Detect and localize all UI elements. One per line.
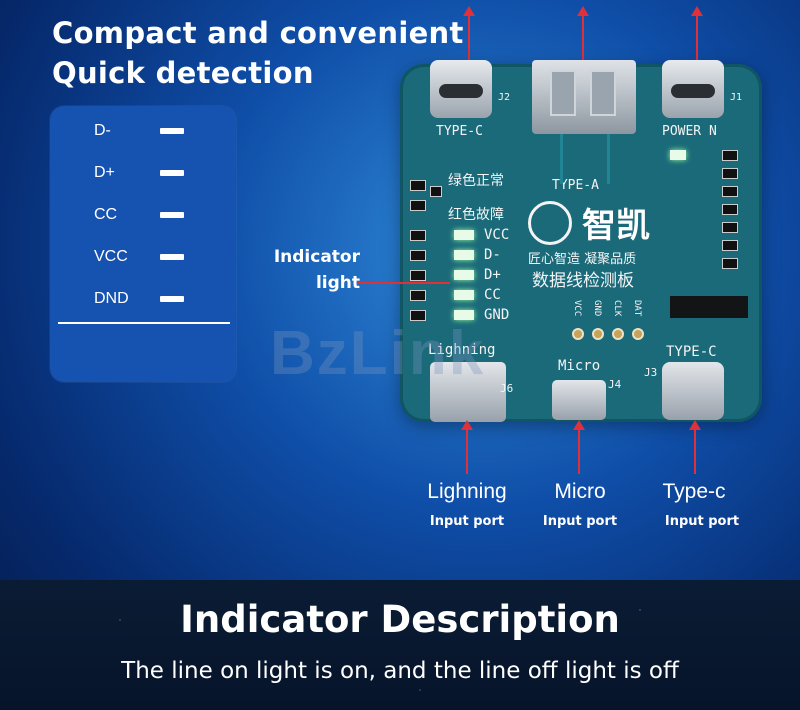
led-label-d-minus: D- bbox=[484, 247, 501, 263]
pin-label-gnd: GND bbox=[592, 300, 602, 317]
board-label-lightning: Lighning bbox=[428, 342, 496, 358]
legend-label: VCC bbox=[94, 248, 128, 265]
pcb-board: TYPE-C J2 TYPE-A POWER N J1 绿色正常 红色故障 智凯… bbox=[400, 60, 762, 422]
board-ref-j2: J2 bbox=[498, 92, 511, 103]
legend-row-d-plus: D+ bbox=[50, 158, 236, 188]
arrow-up-icon bbox=[691, 6, 703, 72]
legend-light-icon bbox=[160, 296, 184, 302]
pin-label-dat: DAT bbox=[632, 300, 642, 317]
usb-c-bottom-port-icon bbox=[662, 362, 724, 420]
arrow-up-icon bbox=[463, 6, 475, 72]
led-label-cc: CC bbox=[484, 287, 501, 303]
legend-label: CC bbox=[94, 206, 118, 223]
legend-row-d-minus: D- bbox=[50, 116, 236, 146]
arrow-up-icon bbox=[573, 420, 585, 474]
legend-row-vcc: VCC bbox=[50, 242, 236, 272]
port-name-lightning: Lighning bbox=[427, 480, 507, 503]
callout-line-2: light bbox=[315, 273, 360, 293]
led-light-icon bbox=[454, 310, 474, 320]
board-ref-j6: J6 bbox=[500, 382, 514, 395]
led-label-d-plus: D+ bbox=[484, 267, 501, 283]
brand-name: 智凯 bbox=[582, 206, 650, 246]
headline-line-1: Compact and convenient bbox=[52, 16, 464, 50]
led-light-icon bbox=[454, 250, 474, 260]
port-sub-type-c: Input port bbox=[664, 514, 740, 529]
arrow-up-icon bbox=[577, 6, 589, 72]
led-label-gnd: GND bbox=[484, 307, 510, 323]
indicator-description-footer: Indicator Description The line on light … bbox=[0, 580, 800, 710]
legend-light-icon bbox=[160, 212, 184, 218]
product-banner: Compact and convenient Quick detection D… bbox=[50, 6, 762, 529]
pin-label-vcc: VCC bbox=[572, 300, 582, 317]
status-green-text: 绿色正常 bbox=[448, 173, 504, 189]
led-light-icon bbox=[454, 270, 474, 280]
legend-divider bbox=[58, 322, 230, 324]
usb-a-port-icon bbox=[532, 60, 636, 134]
arrow-up-icon bbox=[689, 420, 701, 474]
callout-pointer-line bbox=[358, 282, 450, 284]
legend-light-icon bbox=[160, 128, 184, 134]
footer-subtitle: The line on light is on, and the line of… bbox=[121, 658, 679, 684]
arrow-up-icon bbox=[461, 420, 473, 474]
brand-logo-icon bbox=[528, 201, 572, 245]
legend-label: D- bbox=[94, 122, 111, 139]
watermark-text: BzLink bbox=[270, 319, 486, 388]
board-label-micro: Micro bbox=[558, 358, 601, 374]
indicator-legend: D- D+ CC VCC DND bbox=[50, 106, 236, 382]
legend-row-cc: CC bbox=[50, 200, 236, 230]
board-label-type-c: TYPE-C bbox=[436, 124, 483, 139]
legend-light-icon bbox=[160, 170, 184, 176]
status-red-text: 红色故障 bbox=[448, 207, 504, 223]
legend-row-dnd: DND bbox=[50, 284, 236, 314]
board-ref-j4: J4 bbox=[608, 378, 622, 391]
board-label-type-a: TYPE-A bbox=[552, 178, 599, 193]
brand-slogan: 匠心智造 凝聚品质 bbox=[528, 252, 637, 267]
power-led-icon bbox=[670, 150, 686, 160]
pin-label-clk: CLK bbox=[612, 300, 622, 317]
callout-line-1: Indicator bbox=[273, 247, 360, 267]
port-sub-micro: Input port bbox=[542, 514, 618, 529]
usb-c-port-icon bbox=[430, 60, 492, 118]
footer-title: Indicator Description bbox=[180, 598, 620, 641]
port-name-type-c: Type-c bbox=[662, 480, 726, 503]
legend-light-icon bbox=[160, 254, 184, 260]
led-light-icon bbox=[454, 230, 474, 240]
usb-c-power-port-icon bbox=[662, 60, 724, 118]
port-name-micro: Micro bbox=[554, 480, 606, 503]
board-ref-j3: J3 bbox=[644, 366, 658, 379]
board-title: 数据线检测板 bbox=[532, 271, 634, 291]
led-light-icon bbox=[454, 290, 474, 300]
ic-chip-icon bbox=[670, 296, 748, 318]
micro-usb-port-icon bbox=[552, 380, 606, 420]
lightning-port-icon bbox=[430, 362, 506, 422]
board-label-type-c-bottom: TYPE-C bbox=[666, 344, 717, 360]
board-label-power: POWER N bbox=[662, 124, 717, 139]
board-ref-j1: J1 bbox=[730, 92, 743, 103]
legend-label: D+ bbox=[94, 164, 115, 181]
port-sub-lightning: Input port bbox=[429, 514, 505, 529]
headline-line-2: Quick detection bbox=[52, 56, 314, 90]
indicator-callout: Indicator light bbox=[250, 244, 360, 296]
led-label-vcc: VCC bbox=[484, 227, 510, 243]
legend-label: DND bbox=[94, 290, 129, 307]
